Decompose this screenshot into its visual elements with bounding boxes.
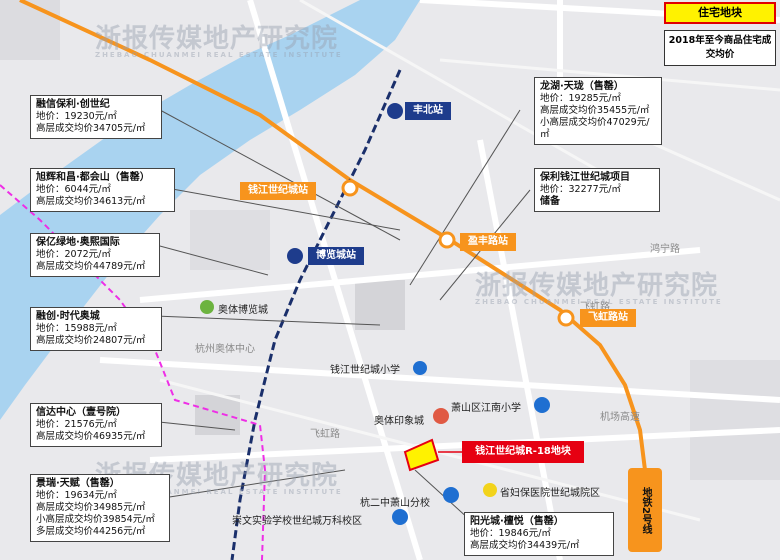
project-land-price: 地价：6044元/㎡ bbox=[36, 184, 111, 195]
road-label: 飞虹路 bbox=[310, 429, 340, 440]
poi-label-aoti-yinxiang[interactable]: 奥体印象城 bbox=[374, 416, 424, 427]
project-jingrui[interactable]: 景瑞·天赋（售罄） 地价：19634元/㎡ 高层成交均价34985元/㎡ 小高层… bbox=[30, 474, 170, 542]
station-bolancheng[interactable]: 博览城站 bbox=[308, 247, 364, 265]
project-land-price: 地价：32277元/㎡ bbox=[540, 184, 621, 195]
poi-marker-yellow[interactable] bbox=[483, 483, 497, 497]
project-avg-price: 多层成交均价44256元/㎡ bbox=[36, 526, 146, 537]
station-yingfeng[interactable]: 盈丰路站 bbox=[460, 233, 516, 251]
project-land-price: 地价：19846元/㎡ bbox=[470, 528, 551, 539]
project-name: 融创·时代奥城 bbox=[36, 311, 100, 322]
project-name: 阳光城·檀悦（售罄） bbox=[470, 516, 564, 527]
legend-transaction: 2018年至今商品住宅成交均价 bbox=[664, 30, 776, 66]
poi-label-qj-primary[interactable]: 钱江世纪城小学 bbox=[330, 365, 400, 376]
project-baoli-qj[interactable]: 保利钱江世纪城项目 地价：32277元/㎡ 储备 bbox=[534, 168, 660, 212]
project-land-price: 地价：15988元/㎡ bbox=[36, 323, 117, 334]
project-land-price: 地价：21576元/㎡ bbox=[36, 419, 117, 430]
poi-label-xiaoshan-jiangnan[interactable]: 萧山区江南小学 bbox=[451, 403, 521, 414]
poi-label-maternity[interactable]: 省妇保医院世纪城院区 bbox=[500, 488, 600, 499]
poi-marker-green[interactable] bbox=[200, 300, 214, 314]
project-rongchuang[interactable]: 融创·时代奥城 地价：15988元/㎡ 高层成交均价24807元/㎡ bbox=[30, 307, 162, 351]
metro-line-blue bbox=[230, 69, 402, 560]
project-name: 融信保利·创世纪 bbox=[36, 99, 110, 110]
project-land-price: 地价：19634元/㎡ bbox=[36, 490, 117, 501]
project-name: 龙湖·天珑（售罄） bbox=[540, 81, 624, 92]
poi-marker-blue[interactable] bbox=[534, 397, 550, 413]
project-avg-price: 高层成交均价35455元/㎡ bbox=[540, 105, 650, 116]
project-avg-price: 高层成交均价46935元/㎡ bbox=[36, 431, 146, 442]
map-block bbox=[195, 395, 240, 435]
project-status: 储备 bbox=[540, 196, 560, 207]
project-name: 旭辉和昌·都会山（售罄） bbox=[36, 172, 150, 183]
station-feihong[interactable]: 飞虹路站 bbox=[580, 309, 636, 327]
project-name: 信达中心（壹号院） bbox=[36, 407, 126, 418]
station-markers bbox=[287, 103, 575, 327]
project-name: 保利钱江世纪城项目 bbox=[540, 172, 630, 183]
road-label: 机场高速 bbox=[600, 412, 640, 423]
project-longhu[interactable]: 龙湖·天珑（售罄） 地价：19285元/㎡ 高层成交均价35455元/㎡ 小高层… bbox=[534, 77, 662, 145]
legend-plot: 住宅地块 bbox=[664, 2, 776, 24]
project-avg-price: 高层成交均价34613元/㎡ bbox=[36, 196, 146, 207]
station-fengbei[interactable]: 丰北站 bbox=[405, 102, 451, 120]
poi-marker-red[interactable] bbox=[433, 408, 449, 424]
project-avg-price: 高层成交均价44789元/㎡ bbox=[36, 261, 146, 272]
project-xuhui[interactable]: 旭辉和昌·都会山（售罄） 地价：6044元/㎡ 高层成交均价34613元/㎡ bbox=[30, 168, 175, 212]
project-avg-price: 小高层成交均价39854元/㎡ bbox=[36, 514, 155, 525]
project-avg-price: 高层成交均价34439元/㎡ bbox=[470, 540, 580, 551]
map-block bbox=[0, 0, 60, 60]
poi-label-hang2zhong[interactable]: 杭二中萧山分校 bbox=[360, 498, 430, 509]
road-label: 飞虹路 bbox=[580, 302, 610, 313]
project-yangguang[interactable]: 阳光城·檀悦（售罄） 地价：19846元/㎡ 高层成交均价34439元/㎡ bbox=[464, 512, 614, 556]
poi-marker-blue[interactable] bbox=[392, 509, 408, 525]
metro-line2-label: 地铁2号线 bbox=[628, 468, 662, 552]
road-label: 杭州奥体中心 bbox=[195, 344, 255, 355]
project-land-price: 地价：19230元/㎡ bbox=[36, 111, 117, 122]
project-name: 景瑞·天赋（售罄） bbox=[36, 478, 120, 489]
target-plot-label[interactable]: 钱江世纪城R-18地块 bbox=[462, 441, 584, 463]
poi-marker-blue[interactable] bbox=[413, 361, 427, 375]
station-qianjiang-shijicheng[interactable]: 钱江世纪城站 bbox=[240, 182, 316, 200]
project-avg-price: 高层成交均价34705元/㎡ bbox=[36, 123, 146, 134]
metro-line-orange bbox=[19, 0, 647, 471]
road-label: 鸿宁路 bbox=[650, 244, 680, 255]
map-block bbox=[355, 280, 405, 330]
project-land-price: 地价：19285元/㎡ bbox=[540, 93, 621, 104]
map-block bbox=[690, 360, 780, 480]
project-avg-price: 小高层成交均价47029元/㎡ bbox=[540, 117, 650, 140]
map-block bbox=[190, 210, 270, 270]
project-xinda[interactable]: 信达中心（壹号院） 地价：21576元/㎡ 高层成交均价46935元/㎡ bbox=[30, 403, 162, 447]
project-baoli-green[interactable]: 保亿绿地·奥熙国际 地价：2072元/㎡ 高层成交均价44789元/㎡ bbox=[30, 233, 160, 277]
poi-label-aotibolan[interactable]: 奥体博览城 bbox=[218, 305, 268, 316]
poi-label-chongwen[interactable]: 崇文实验学校世纪城万科校区 bbox=[232, 516, 362, 527]
poi-marker-blue[interactable] bbox=[443, 487, 459, 503]
project-avg-price: 高层成交均价34985元/㎡ bbox=[36, 502, 146, 513]
project-avg-price: 高层成交均价24807元/㎡ bbox=[36, 335, 146, 346]
project-rongxin[interactable]: 融信保利·创世纪 地价：19230元/㎡ 高层成交均价34705元/㎡ bbox=[30, 95, 162, 139]
project-land-price: 地价：2072元/㎡ bbox=[36, 249, 111, 260]
poi-markers[interactable] bbox=[200, 300, 550, 525]
target-plot-shape[interactable] bbox=[403, 438, 440, 472]
project-name: 保亿绿地·奥熙国际 bbox=[36, 237, 120, 248]
